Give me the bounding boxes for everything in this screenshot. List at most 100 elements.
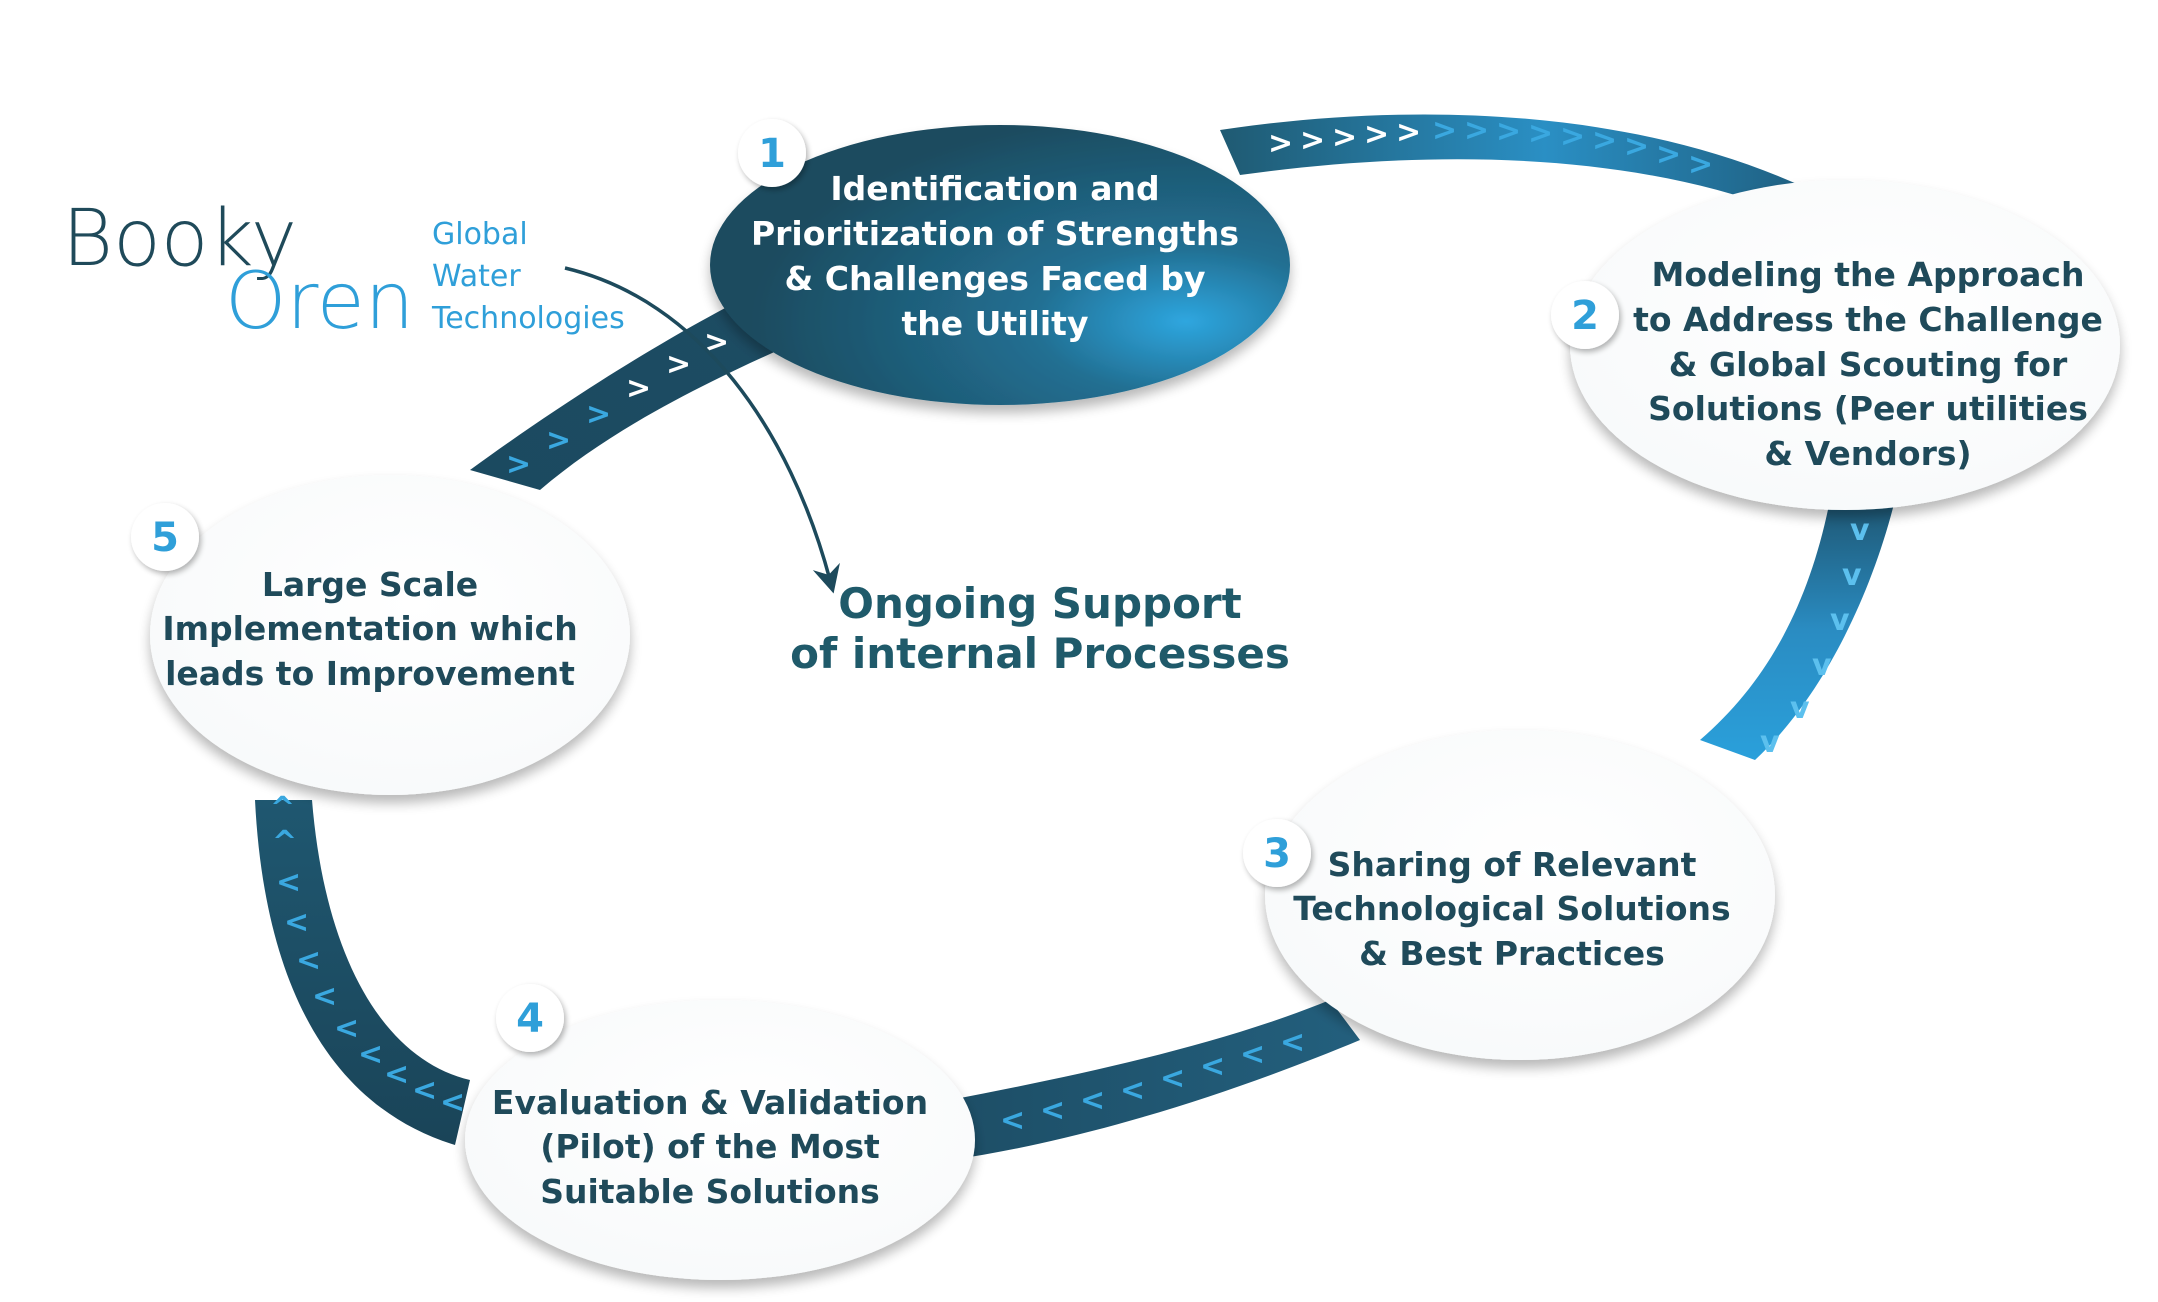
- svg-text:>: >: [1656, 137, 1681, 172]
- step-3-line-1: Sharing of Relevant: [1328, 845, 1697, 884]
- svg-text:>: >: [1464, 113, 1489, 148]
- logo-tagline-line-3: Technologies: [431, 301, 625, 336]
- svg-text:<: <: [284, 905, 309, 940]
- ongoing-support-label: Ongoing Support of internal Processes: [790, 579, 1290, 678]
- step-5-line-2: Implementation which: [162, 609, 577, 648]
- step-2-bubble: [1570, 180, 2120, 510]
- step-1-line-4: the Utility: [902, 304, 1089, 343]
- svg-text:<: <: [1240, 1037, 1265, 1072]
- step-1-badge: [738, 119, 806, 187]
- band-4-to-5: [255, 800, 470, 1145]
- band-5-to-1: [470, 290, 790, 490]
- svg-text:v: v: [1850, 513, 1870, 548]
- svg-text:v: v: [1830, 603, 1850, 638]
- step-4-line-2: (Pilot) of the Most: [540, 1127, 880, 1166]
- step-4-number: 4: [516, 996, 544, 1042]
- step-1-line-3: & Challenges Faced by: [785, 259, 1206, 298]
- logo-tagline-line-1: Global: [432, 217, 528, 252]
- step-3-line-2: Technological Solutions: [1293, 889, 1730, 928]
- chevrons-4-to-5: <<< <<< <<< ^^: [270, 791, 465, 1120]
- svg-text:<: <: [358, 1037, 383, 1072]
- step-5-badge: [131, 503, 199, 571]
- step-2-line-4: Solutions (Peer utilities: [1648, 389, 2088, 428]
- step-2-label: Modeling the Approach to Address the Cha…: [1633, 255, 2103, 473]
- support-arrow: [564, 266, 840, 594]
- svg-text:<: <: [1000, 1103, 1025, 1138]
- svg-text:<: <: [1160, 1061, 1185, 1096]
- svg-text:<: <: [1080, 1083, 1105, 1118]
- svg-text:<: <: [1040, 1093, 1065, 1128]
- svg-text:<: <: [412, 1073, 437, 1108]
- svg-text:>: >: [1560, 119, 1585, 154]
- chevrons-3-to-4: < < < < < < < <: [1000, 1025, 1305, 1138]
- svg-text:>: >: [1364, 117, 1389, 152]
- svg-text:v: v: [1842, 558, 1862, 593]
- svg-text:>: >: [1528, 116, 1553, 151]
- svg-text:<: <: [1120, 1073, 1145, 1108]
- svg-text:>: >: [666, 347, 691, 382]
- svg-text:>: >: [1496, 114, 1521, 149]
- svg-text:>: >: [1592, 123, 1617, 158]
- support-line-2: of internal Processes: [790, 629, 1290, 678]
- logo-tagline-line-2: Water: [432, 259, 521, 294]
- svg-text:>: >: [1688, 147, 1713, 182]
- chevrons-5-to-1: >> >> >>: [506, 325, 729, 482]
- band-3-to-4: [950, 1000, 1360, 1160]
- svg-text:<: <: [384, 1057, 409, 1092]
- step-1-node: Identification and Prioritization of Str…: [710, 119, 1290, 405]
- step-3-badge: [1243, 819, 1311, 887]
- step-1-bubble: [710, 125, 1290, 405]
- step-2-node: Modeling the Approach to Address the Cha…: [1551, 180, 2120, 510]
- step-1-number: 1: [758, 131, 786, 177]
- step-2-line-1: Modeling the Approach: [1652, 255, 2085, 294]
- step-1-label: Identification and Prioritization of Str…: [751, 169, 1239, 343]
- svg-text:v: v: [1790, 691, 1810, 726]
- step-2-line-5: & Vendors): [1764, 434, 1971, 473]
- svg-text:^: ^: [272, 825, 297, 860]
- band-chevrons: >> >> >> >> >> >> >> vvv vvv <<< <<< << …: [270, 113, 1870, 1138]
- step-4-label: Evaluation & Validation (Pilot) of the M…: [492, 1083, 928, 1211]
- svg-text:<: <: [1280, 1025, 1305, 1060]
- step-3-number: 3: [1263, 831, 1291, 877]
- svg-text:>: >: [1432, 113, 1457, 148]
- step-2-number: 2: [1571, 293, 1599, 339]
- band-1-to-2: [1220, 114, 1810, 210]
- svg-text:>: >: [1268, 126, 1293, 161]
- step-2-line-3: & Global Scouting for: [1669, 345, 2068, 384]
- step-1-line-2: Prioritization of Strengths: [751, 214, 1239, 253]
- svg-text:<: <: [1200, 1049, 1225, 1084]
- step-5-bubble: [150, 475, 630, 795]
- chevrons-1-to-2: >> >> >> >> >> >> >>: [1268, 113, 1713, 182]
- svg-text:>: >: [1396, 115, 1421, 150]
- step-2-line-2: to Address the Challenge: [1633, 300, 2103, 339]
- company-logo: Booky Oren Global Water Technologies: [62, 194, 625, 347]
- step-3-line-3: & Best Practices: [1359, 934, 1665, 973]
- step-4-bubble: [465, 1000, 975, 1280]
- band-2-to-3: [1700, 500, 1895, 760]
- svg-text:<: <: [276, 865, 301, 900]
- step-4-line-3: Suitable Solutions: [540, 1172, 880, 1211]
- svg-text:>: >: [586, 397, 611, 432]
- step-5-node: Large Scale Implementation which leads t…: [131, 475, 630, 795]
- step-5-line-3: leads to Improvement: [165, 654, 575, 693]
- svg-text:<: <: [440, 1085, 465, 1120]
- step-3-label: Sharing of Relevant Technological Soluti…: [1293, 845, 1730, 973]
- step-5-line-1: Large Scale: [262, 565, 478, 604]
- step-3-bubble: [1265, 730, 1775, 1060]
- logo-brand-line-1: Booky: [62, 194, 297, 284]
- step-3-node: Sharing of Relevant Technological Soluti…: [1243, 730, 1775, 1060]
- svg-text:>: >: [626, 371, 651, 406]
- svg-text:>: >: [546, 423, 571, 458]
- chevrons-2-to-3: vvv vvv: [1760, 513, 1870, 760]
- step-5-number: 5: [151, 515, 179, 561]
- svg-text:v: v: [1812, 648, 1832, 683]
- svg-text:>: >: [1624, 129, 1649, 164]
- step-4-badge: [496, 984, 564, 1052]
- svg-text:>: >: [1300, 123, 1325, 158]
- svg-text:<: <: [334, 1011, 359, 1046]
- step-2-badge: [1551, 281, 1619, 349]
- step-1-line-1: Identification and: [830, 169, 1159, 208]
- svg-text:>: >: [1332, 120, 1357, 155]
- support-line-1: Ongoing Support: [838, 579, 1241, 628]
